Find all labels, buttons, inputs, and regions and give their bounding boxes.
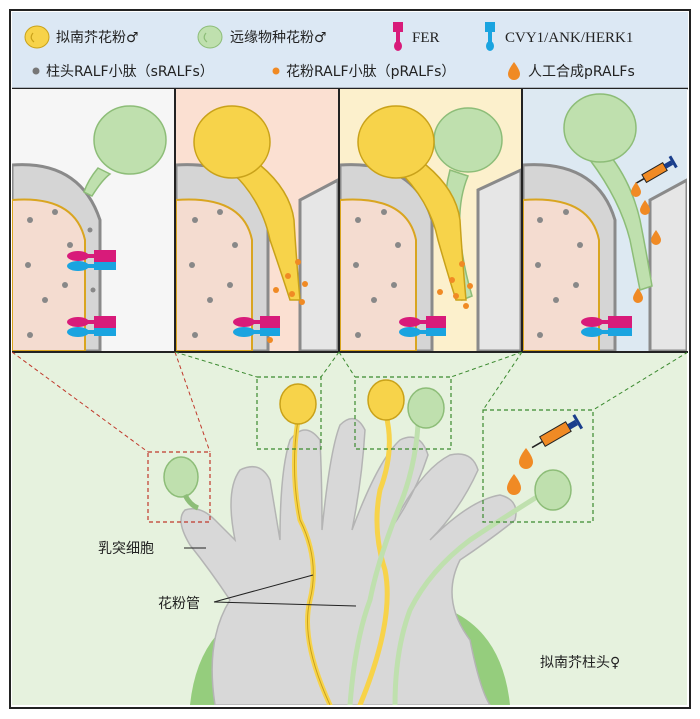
legend-item-pralf: 花粉RALF小肽（pRALFs） [272,64,455,80]
legend-label-sralf: 柱头RALF小肽（sRALFs） [46,64,214,80]
panel1-distant-pollen-grain [93,105,167,175]
prALF-dot-icon [272,67,280,75]
legend: 拟南芥花粉♂ 远缘物种花粉♂ FER CVY1/ANK/HERK1 [12,12,688,88]
panel-3-mixed-pollination [340,89,521,351]
distant-species-pollen-icon [197,25,223,49]
stigma-overview [12,352,687,705]
fer-receptor-icon [393,22,403,51]
papilla-cells [180,417,517,705]
label-papilla-cell: 乳突细胞 [98,541,154,557]
overview-syringe-icon [531,414,584,449]
legend-label-synthetic-pralf: 人工合成pRALFs [528,64,635,80]
srALF-dot-icon [32,67,40,75]
panel-1-incompatible-pollen [12,89,174,351]
label-pollen-tube: 花粉管 [158,596,200,612]
synthetic-pralf-drop-icon [508,62,520,80]
legend-label-arabidopsis-pollen: 拟南芥花粉♂ [56,30,139,46]
legend-background [12,12,688,88]
panel-4-synthetic-pralf [523,89,687,351]
cvy1-receptor-icon [485,22,495,51]
legend-label-distant-pollen: 远缘物种花粉♂ [230,30,327,46]
legend-item-arabidopsis-pollen: 拟南芥花粉♂ [24,25,139,49]
legend-item-sralf: 柱头RALF小肽（sRALFs） [32,64,214,80]
label-stigma: 拟南芥柱头♀ [540,655,620,671]
panel-2-compatible-pollen [176,89,338,351]
legend-item-cvy1: CVY1/ANK/HERK1 [485,22,633,51]
legend-label-fer: FER [412,30,440,46]
legend-item-distant-pollen: 远缘物种花粉♂ [197,25,327,49]
legend-item-synthetic-pralf: 人工合成pRALFs [508,62,635,80]
legend-label-cvy1: CVY1/ANK/HERK1 [505,30,633,46]
arabidopsis-pollen-icon [24,25,50,49]
panel4-syringe-icon [635,155,678,185]
legend-item-fer: FER [393,22,440,51]
legend-label-pralf: 花粉RALF小肽（pRALFs） [286,64,455,80]
